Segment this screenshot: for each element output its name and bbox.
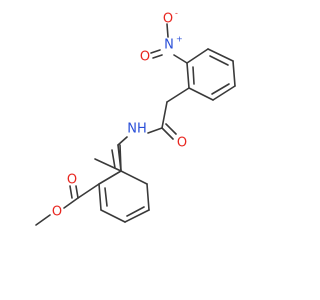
atom-nitro-o-side: O	[140, 50, 150, 65]
bond-ring1-f	[186, 62, 190, 89]
bond-ester-o-single	[63, 197, 79, 209]
atom-labels: O - N + O NH O O O	[52, 9, 187, 220]
bond-o-methyl	[35, 214, 51, 226]
bond-carbonyl-nh	[147, 127, 163, 134]
bond-ring1-c	[232, 60, 236, 87]
atom-ester-o-carbonyl: O	[67, 173, 77, 188]
bond-nitro-o-side-2	[152, 54, 163, 59]
bond-amide-co-2	[165, 123, 177, 135]
atom-amide-nh: NH	[127, 122, 147, 137]
bond-ring1-a	[186, 48, 209, 64]
bond-ring1-ch2	[166, 87, 190, 103]
bond-methyl	[94, 158, 122, 172]
bond-ring1-d	[212, 85, 236, 101]
bond-nh-ring2	[117, 136, 128, 146]
bond-ring2-ester	[77, 183, 100, 199]
bond-ester-co-1	[75, 185, 79, 199]
bond-ring2-e-inner	[126, 206, 145, 217]
bond-ch2-carbonyl	[161, 101, 168, 129]
bond-ring2-methyl	[119, 144, 122, 172]
bond-ester-co-2	[69, 185, 73, 199]
bond-ring2-a-inner	[111, 149, 116, 169]
bond-ring1-f-inner	[192, 66, 195, 85]
atom-amide-o: O	[177, 136, 187, 151]
charge-plus: +	[176, 35, 183, 44]
bond-ring2-g	[120, 170, 148, 185]
bond-ring1-d-inner	[211, 83, 230, 95]
chemical-structure-diagram: O - N + O NH O O O	[35, 9, 236, 226]
bond-lines	[35, 23, 236, 226]
atom-nitro-o-top: O	[163, 12, 173, 27]
bond-ring2-e	[124, 209, 150, 223]
bond-ring2-f	[146, 183, 150, 211]
bond-amide-co-1	[161, 127, 174, 140]
bond-ring2-b	[98, 170, 122, 185]
atom-nitro-n: N	[164, 38, 174, 53]
bond-nitro-o-side-1	[150, 49, 161, 54]
atom-ester-o-single: O	[52, 205, 62, 220]
bond-ring1-nitro	[173, 54, 188, 64]
bond-ring2-c	[98, 183, 102, 211]
bond-ring1-b-inner	[209, 55, 229, 66]
charge-minus: -	[175, 9, 178, 18]
bond-ring1-b	[207, 48, 234, 62]
bond-ring2-c-inner	[104, 187, 108, 207]
bond-ring2-d	[100, 209, 126, 223]
bond-ring1-e	[188, 87, 214, 101]
bond-nitro-o-top	[166, 23, 169, 38]
